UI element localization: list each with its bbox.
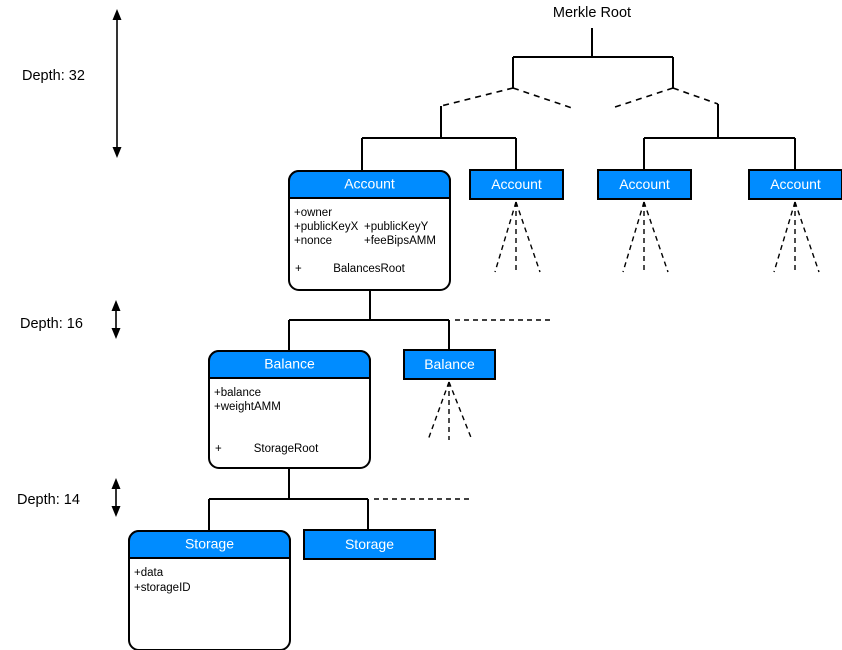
depth-14-arrow-head-up [111,478,121,489]
balance-node-header [208,350,371,379]
dashed-edge-l1-a [440,87,514,107]
fanout-edge [448,381,473,441]
balance-attr-balance: +balance [214,387,261,399]
depth-16-arrow-head-up [111,300,121,311]
account-sibling-1-box[interactable] [469,169,564,200]
account-sibling-2-fanout [622,201,669,273]
account-attr-publickeyx: +publicKeyX [294,221,359,233]
fanout-edge [643,201,669,273]
sibling-nodes: Account Account Account [303,169,842,560]
fanout-edge [494,201,517,273]
balance-sibling-1-label: Balance [424,356,475,372]
account-node[interactable]: Account +owner +publicKeyX +nonce +publi… [288,170,451,291]
dashed-edge-l1-c [611,87,674,109]
level1-dashed-fanout [440,87,719,109]
balance-storageroot-marker: + [215,443,222,455]
depth-16-label: Depth: 16 [20,316,83,332]
account-sibling-1-fanout [494,201,541,273]
storage-sibling-1-label: Storage [345,536,394,552]
depth-16-arrow-head-down [111,328,121,339]
account-sibling-2-label: Account [619,176,670,192]
depth-marker-32: Depth: 32 [22,9,122,158]
account-attr-feebipsamm: +feeBipsAMM [364,235,436,247]
storage-sibling-1-box[interactable] [303,529,436,560]
account-attr-owner: +owner [294,207,332,219]
account-sibling-3-box[interactable] [748,169,842,200]
balance-node-title: Balance [264,356,315,372]
account-balancesroot-label: BalancesRoot [333,263,405,275]
level2-edges [361,104,796,171]
fanout-edge [794,201,820,273]
storage-sibling-1[interactable]: Storage [303,529,436,560]
depth-32-arrow-head-up [112,9,122,20]
depth-marker-14: Depth: 14 [17,478,121,517]
fanout-edge [515,201,541,273]
storage-attr-data: +data [134,567,164,579]
balance-children-edges [208,468,471,531]
account-sibling-3[interactable]: Account [748,169,842,273]
dashed-edge-l1-d [672,87,719,105]
account-children-edges [288,290,553,351]
account-attr-publickeyy: +publicKeyY [364,221,429,233]
account-sibling-1-label: Account [491,176,542,192]
depth-markers: Depth: 32 Depth: 16 Depth: 14 [17,9,122,517]
fanout-edge [773,201,796,273]
root-edges [512,28,674,88]
storage-attr-storageid: +storageID [134,582,191,594]
depth-32-arrow-head-down [112,147,122,158]
merkle-root-label: Merkle Root [553,5,631,21]
balance-node[interactable]: Balance +balance +weightAMM + StorageRoo… [208,350,371,469]
account-attr-nonce: +nonce [294,235,332,247]
storage-node-header [128,530,291,559]
depth-14-arrow-head-down [111,506,121,517]
balance-sibling-1-box[interactable] [403,349,496,380]
account-sibling-1[interactable]: Account [469,169,564,273]
account-node-header [288,170,451,199]
fanout-edge [622,201,645,273]
storage-node-title: Storage [185,536,234,552]
account-node-title: Account [344,176,395,192]
account-sibling-3-fanout [773,201,820,273]
fanout-edge [427,381,450,441]
depth-14-label: Depth: 14 [17,492,80,508]
depth-marker-16: Depth: 16 [20,300,121,339]
account-balancesroot-marker: + [295,263,302,275]
dashed-edge-l1-b [512,87,573,109]
account-sibling-2[interactable]: Account [597,169,692,273]
balance-sibling-1-fanout [427,381,473,441]
balance-storageroot-label: StorageRoot [254,443,319,455]
depth-32-label: Depth: 32 [22,68,85,84]
account-sibling-2-box[interactable] [597,169,692,200]
storage-node[interactable]: Storage +data +storageID [128,530,291,650]
balance-sibling-1[interactable]: Balance [403,349,496,441]
balance-attr-weightamm: +weightAMM [214,401,281,413]
account-sibling-3-label: Account [770,176,821,192]
